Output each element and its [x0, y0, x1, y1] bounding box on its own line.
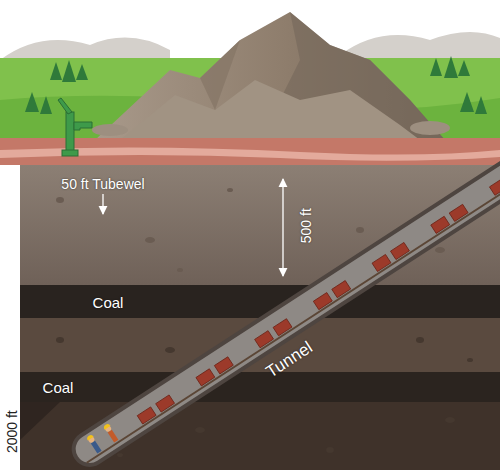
depth-label: 2000 ft — [4, 411, 19, 454]
tubewell-pump — [58, 98, 92, 156]
layer-label: Coal — [93, 295, 124, 312]
tubewell-label: 50 ft Tubewel — [61, 177, 144, 192]
tunnel-label: Tunnel — [263, 338, 316, 382]
miners — [86, 423, 119, 454]
depth-arrow — [102, 194, 103, 214]
dimension-label: 500 ft — [299, 208, 314, 243]
soil-stripe — [0, 147, 500, 160]
layer-label: Coal — [43, 380, 74, 397]
dimension-arrow — [282, 179, 283, 276]
stones — [56, 188, 445, 272]
mountain — [92, 12, 450, 140]
soil-band — [0, 138, 500, 165]
